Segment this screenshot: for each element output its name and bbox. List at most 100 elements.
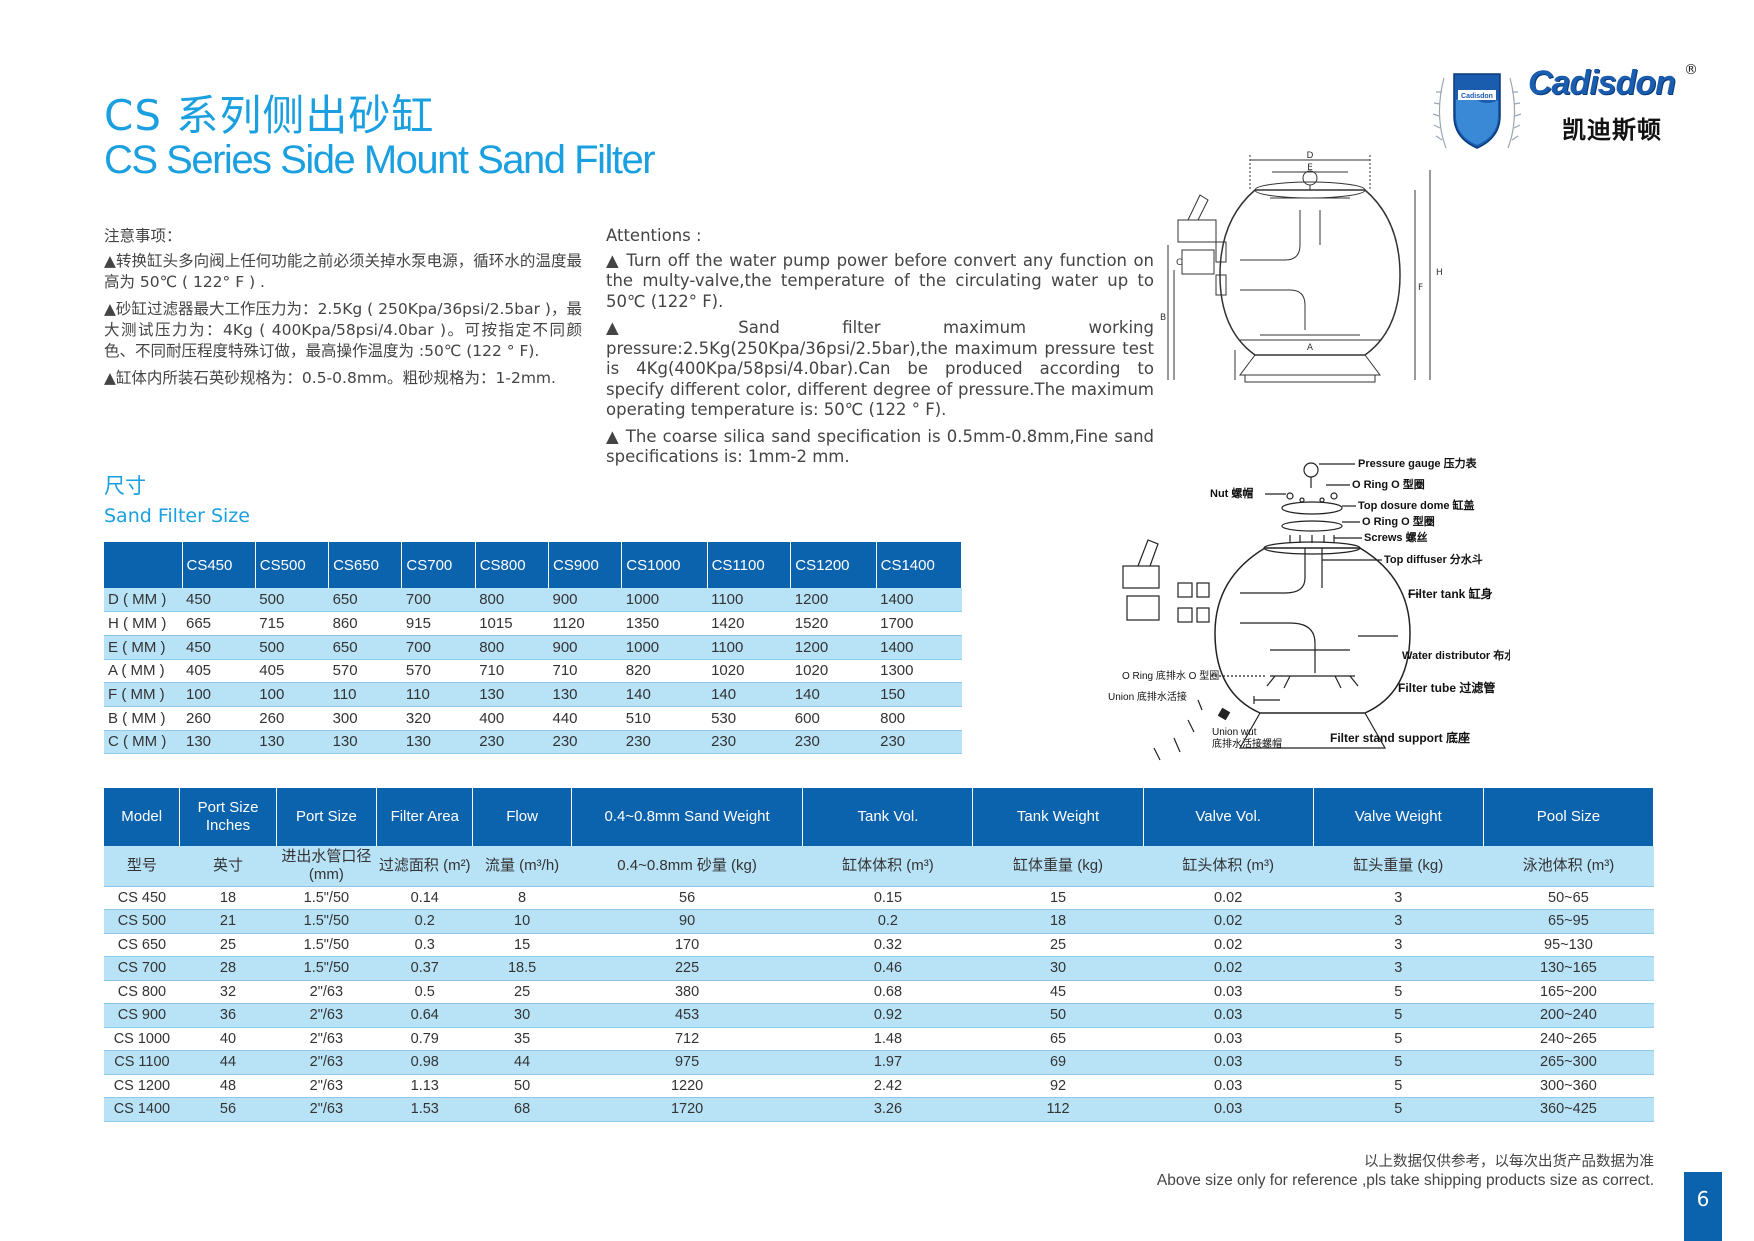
spec-table-header: Valve Weight (1313, 788, 1484, 846)
table-cell: 405 (259, 662, 285, 680)
spec-table-header: Valve Vol. (1143, 788, 1314, 846)
table-cell: 48 (219, 1077, 237, 1094)
spec-table-header-cn: 型号 (104, 846, 180, 887)
page-title-cn: CS 系列侧出砂缸 (104, 91, 435, 140)
spec-table-header-cn: 缸头体积 (m³) (1143, 846, 1314, 887)
table-cell: 1000 (621, 635, 708, 660)
table-cell: 35 (514, 1030, 531, 1047)
table-cell: 130 (328, 730, 402, 754)
table-cell: 1200 (790, 635, 877, 660)
table-cell: 130 (475, 682, 549, 707)
part-label-union-wut: Union wut (1212, 727, 1257, 738)
table-cell: 1350 (625, 615, 660, 633)
model-cell: CS 1200 (113, 1077, 171, 1094)
table-cell: 18 (219, 889, 237, 906)
size-table-header: CS1200 (790, 542, 877, 588)
table-cell: 800 (475, 635, 549, 660)
size-table-header: CS1000 (621, 542, 708, 588)
table-cell: 15 (1049, 889, 1067, 906)
table-cell: 900 (548, 588, 622, 612)
table-cell: 650 (328, 635, 402, 660)
table-cell: 30 (972, 956, 1144, 980)
table-cell: 900 (548, 635, 622, 660)
dim-label-f: F (1418, 283, 1423, 293)
table-cell: 700 (401, 635, 476, 660)
table-cell: 0.02 (1214, 936, 1243, 953)
table-cell: 975 (571, 1050, 803, 1074)
notes-cn-heading: 注意事项： (104, 227, 182, 245)
table-cell: 1020 (794, 662, 829, 680)
spec-table-header-cn: 缸体重量 (kg) (972, 846, 1144, 887)
table-cell: 3 (1313, 909, 1484, 933)
table-cell: 450 (182, 635, 256, 660)
table-cell: 0.3 (414, 936, 435, 953)
table-cell: 0.03 (1143, 1097, 1314, 1121)
table-cell: 65~95 (1483, 909, 1654, 933)
page-number: 6 (1684, 1172, 1722, 1241)
table-cell: 320 (405, 709, 431, 727)
table-cell: 0.5 (414, 983, 435, 1000)
table-cell: 5 (1394, 1030, 1403, 1047)
size-section-title-cn: 尺寸 (104, 474, 146, 498)
size-table-header-row: CS450 CS500 CS650 CS700 CS800 CS900 CS10… (104, 542, 963, 588)
table-cell: 1120 (552, 615, 585, 633)
table-cell: 150 (876, 682, 962, 707)
table-cell: 800 (475, 588, 549, 612)
model-cell: CS 900 (104, 1003, 180, 1027)
table-cell: 3 (1394, 889, 1403, 906)
table-cell: 45 (1049, 983, 1067, 1000)
table-cell: 18 (972, 909, 1144, 933)
size-table-header: CS450 (182, 542, 256, 588)
spec-table-header-cn: 英寸 (179, 846, 277, 887)
table-cell: 1420 (711, 615, 745, 633)
table-cell: 50 (972, 1003, 1144, 1027)
part-label-nut: Nut 螺帽 (1210, 486, 1253, 500)
spec-table-header: 0.4~0.8mm Sand Weight (571, 788, 804, 846)
table-cell: 1.5"/50 (303, 936, 350, 953)
row-label: F ( MM ) (104, 682, 182, 707)
spec-table-header-cn: 型号英寸进出水管口径 (mm)过滤面积 (m²)流量 (m³/h)0.4~0.8… (104, 846, 1654, 887)
table-cell: 570 (405, 662, 431, 680)
part-label-filter-stand: Filter stand support 底座 (1330, 730, 1470, 745)
table-cell: 1.97 (802, 1050, 973, 1074)
row-label: H ( MM ) (108, 615, 167, 633)
row-label: B ( MM ) (108, 709, 166, 727)
size-table-header: CS1400 (876, 542, 963, 588)
table-cell: 36 (179, 1003, 277, 1027)
emblem-text: Cadisdon (1461, 93, 1493, 100)
table-cell: 360~425 (1483, 1097, 1654, 1121)
table-cell: 95~130 (1544, 936, 1593, 953)
table-cell: 650 (328, 588, 402, 612)
table-cell: 820 (625, 662, 651, 680)
part-label-union-wut-cn: 底排水活接螺帽 (1212, 737, 1282, 750)
dim-label-d: D (1307, 151, 1314, 161)
notes-cn-item: ▲砂缸过滤器最大工作压力为：2.5Kg ( 250Kpa/36psi/2.5ba… (104, 300, 582, 360)
table-cell: 1100 (707, 635, 791, 660)
part-label-o-ring-drain: O Ring 底排水 O 型圈 (1122, 669, 1219, 682)
table-cell: 0.02 (1143, 909, 1314, 933)
table-cell: 0.02 (1214, 889, 1243, 906)
table-cell: 5 (1313, 1003, 1484, 1027)
table-cell: 2"/63 (276, 1097, 377, 1121)
table-cell: 230 (475, 730, 549, 754)
dim-label-e: E (1307, 163, 1313, 173)
table-cell: 15 (514, 936, 531, 953)
table-cell: 5 (1394, 983, 1403, 1000)
table-cell: 860 (332, 615, 358, 633)
table-cell: 530 (711, 709, 737, 727)
table-cell: 200~240 (1483, 1003, 1654, 1027)
notes-cn-item: ▲缸体内所装石英砂规格为：0.5-0.8mm。粗砂规格为：1-2mm. (104, 369, 556, 387)
row-label: D ( MM ) (104, 588, 182, 612)
dim-label-b: B (1160, 313, 1166, 323)
table-cell: 0.46 (802, 956, 973, 980)
spec-table-header: Port Size Inches (179, 788, 277, 846)
size-table-header: CS900 (548, 542, 623, 588)
brand-emblem-icon: Cadisdon (1432, 73, 1522, 149)
table-cell: 570 (332, 662, 358, 680)
